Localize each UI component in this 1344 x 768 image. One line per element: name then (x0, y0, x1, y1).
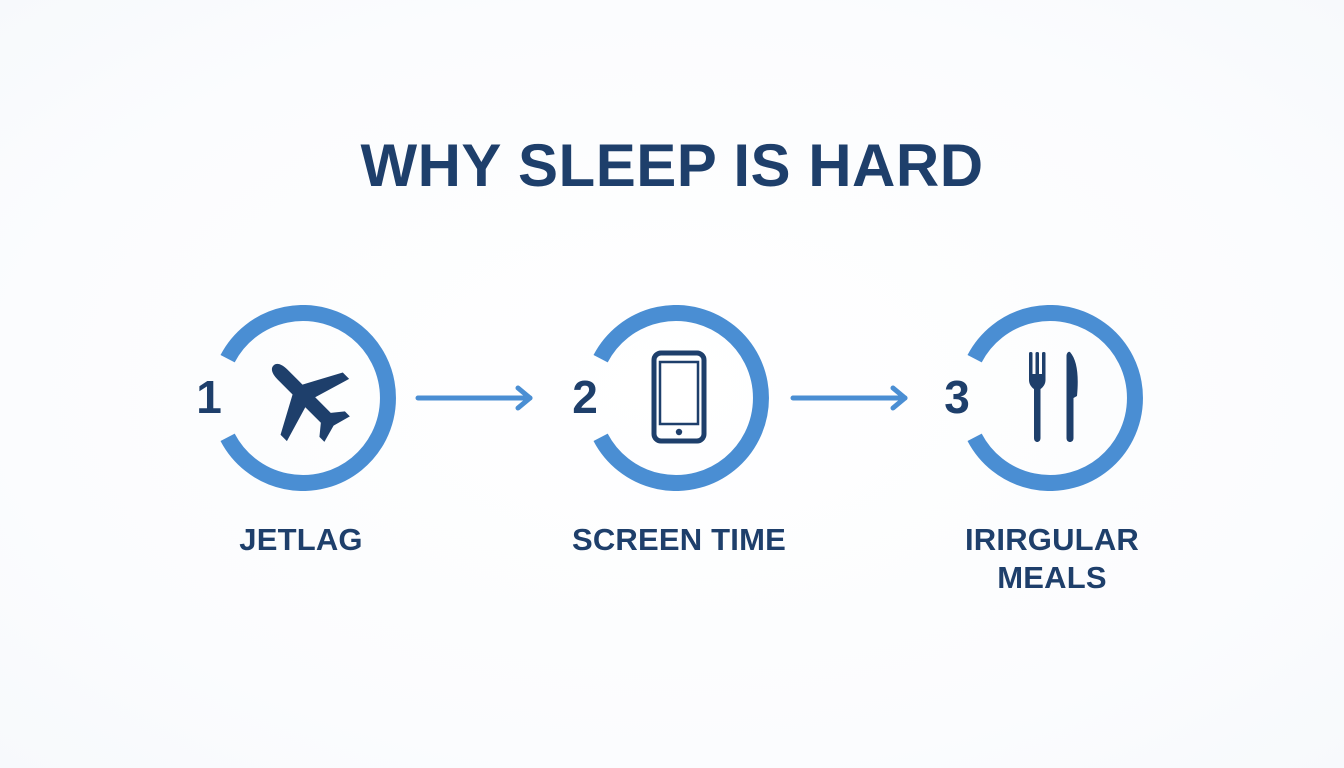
progress-ring (220, 305, 396, 491)
progress-ring (593, 305, 769, 491)
step-label: JETLAG (171, 521, 431, 559)
airplane-icon (256, 348, 356, 453)
step-label-line: JETLAG (239, 522, 363, 557)
step-number: 3 (944, 371, 970, 423)
smartphone-icon (651, 350, 707, 449)
arrow-right-icon (415, 385, 533, 411)
step-number: 2 (572, 371, 598, 423)
step-label-line: SCREEN TIME (571, 522, 787, 557)
arrow-right-icon (790, 385, 908, 411)
step-label-line: IRIRGULAR (964, 522, 1139, 557)
page-title: WHY SLEEP IS HARD (360, 132, 984, 199)
step-label: SCREEN TIME (549, 521, 809, 559)
step-label: IRIRGULAR MEALS (922, 521, 1182, 597)
fork-knife-icon (1026, 350, 1082, 449)
progress-ring (967, 305, 1143, 491)
step-number: 1 (196, 371, 222, 423)
step-label-line: MEALS (997, 560, 1107, 595)
